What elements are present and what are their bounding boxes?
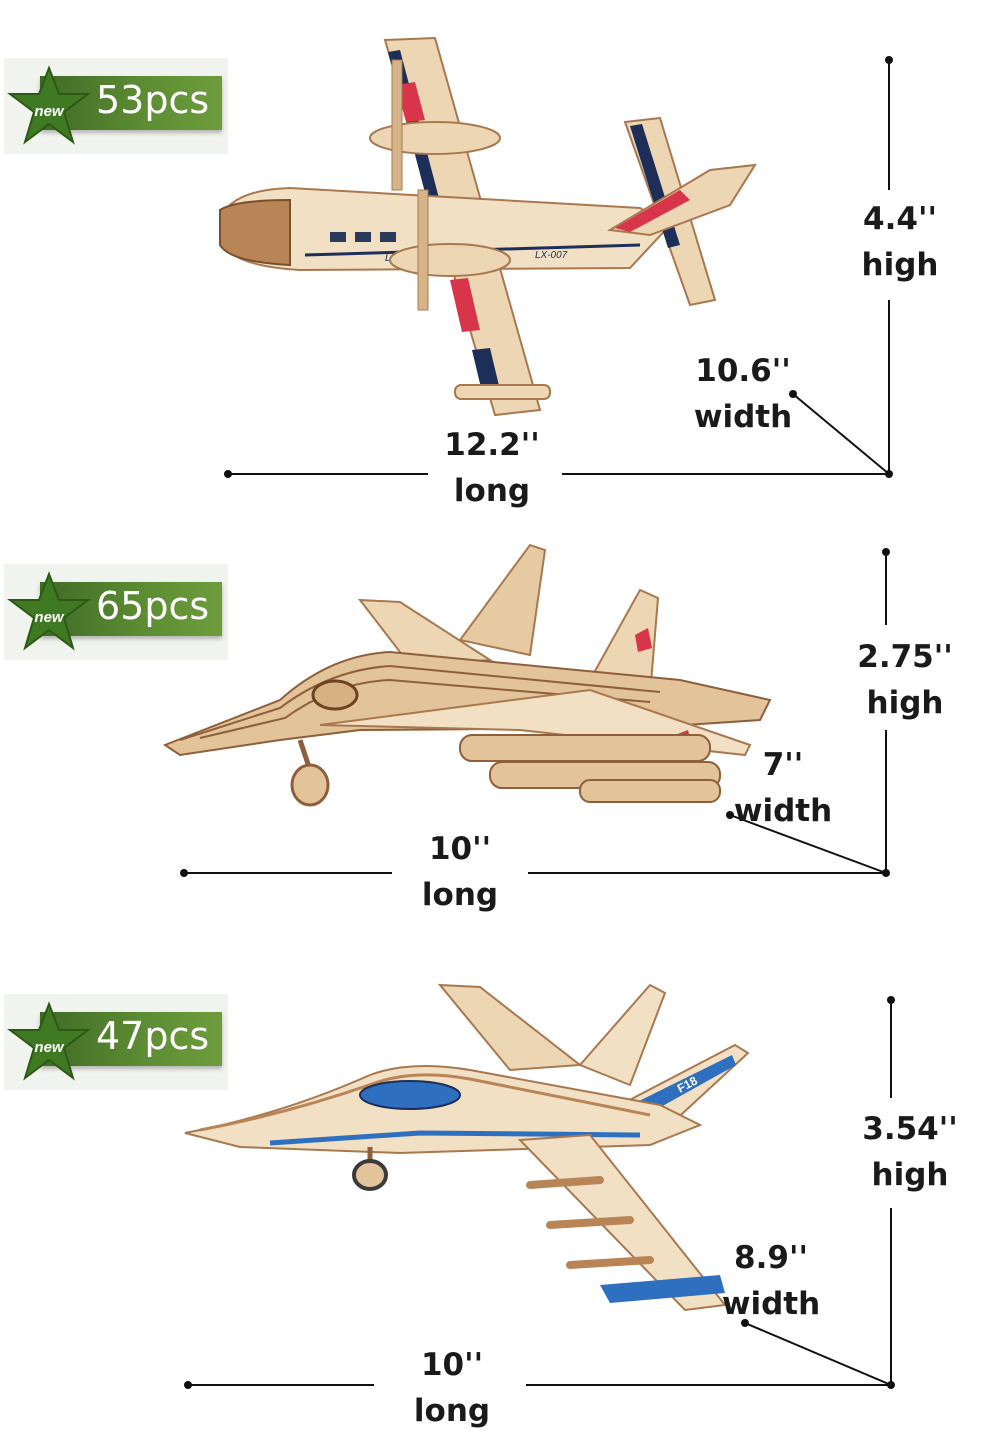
piece-count: 65pcs xyxy=(96,584,210,628)
length-dimension-1: 12.2'' long xyxy=(442,422,542,514)
height-value: 2.75'' xyxy=(857,639,953,675)
width-value: 8.9'' xyxy=(734,1240,808,1276)
width-dimension-2: 7'' width xyxy=(730,742,836,834)
new-star-icon: new xyxy=(7,65,91,145)
svg-text:new: new xyxy=(34,103,65,120)
new-star-icon: new xyxy=(7,1001,91,1081)
width-label: width xyxy=(693,399,793,435)
piece-count: 53pcs xyxy=(96,78,210,122)
width-label: width xyxy=(721,1286,821,1322)
length-value: 12.2'' xyxy=(444,427,540,463)
length-label: long xyxy=(413,1393,491,1429)
height-label: high xyxy=(861,247,939,283)
piece-count: 47pcs xyxy=(96,1014,210,1058)
width-dimension-3: 8.9'' width xyxy=(718,1235,824,1327)
height-dimension-1: 4.4'' high xyxy=(850,196,950,288)
length-dimension-3: 10'' long xyxy=(402,1342,502,1434)
length-label: long xyxy=(453,473,531,509)
height-dimension-2: 2.75'' high xyxy=(845,634,965,726)
f18-jet-model-image: F18 xyxy=(184,983,750,1312)
height-value: 4.4'' xyxy=(863,201,937,237)
piece-count-badge-1: new 53pcs xyxy=(4,58,228,154)
piece-count-badge-2: new 65pcs xyxy=(4,564,228,660)
new-star-icon: new xyxy=(7,571,91,651)
length-label: long xyxy=(421,877,499,913)
svg-text:new: new xyxy=(34,609,65,626)
height-label: high xyxy=(866,685,944,721)
length-value: 10'' xyxy=(420,1347,484,1383)
height-dimension-3: 3.54'' high xyxy=(850,1106,970,1198)
width-dimension-1: 10.6'' width xyxy=(690,348,796,440)
height-label: high xyxy=(871,1157,949,1193)
fighter-jet-model-image xyxy=(162,543,772,807)
piece-count-badge-3: new 47pcs xyxy=(4,994,228,1090)
width-value: 7'' xyxy=(762,747,804,783)
svg-text:new: new xyxy=(34,1039,65,1056)
length-value: 10'' xyxy=(428,831,492,867)
height-value: 3.54'' xyxy=(862,1111,958,1147)
width-label: width xyxy=(733,793,833,829)
length-dimension-2: 10'' long xyxy=(410,826,510,918)
svg-text:LX-007: LX-007 xyxy=(535,250,568,261)
width-value: 10.6'' xyxy=(695,353,791,389)
seaplane-model-image: LX LX-007 xyxy=(219,36,757,417)
